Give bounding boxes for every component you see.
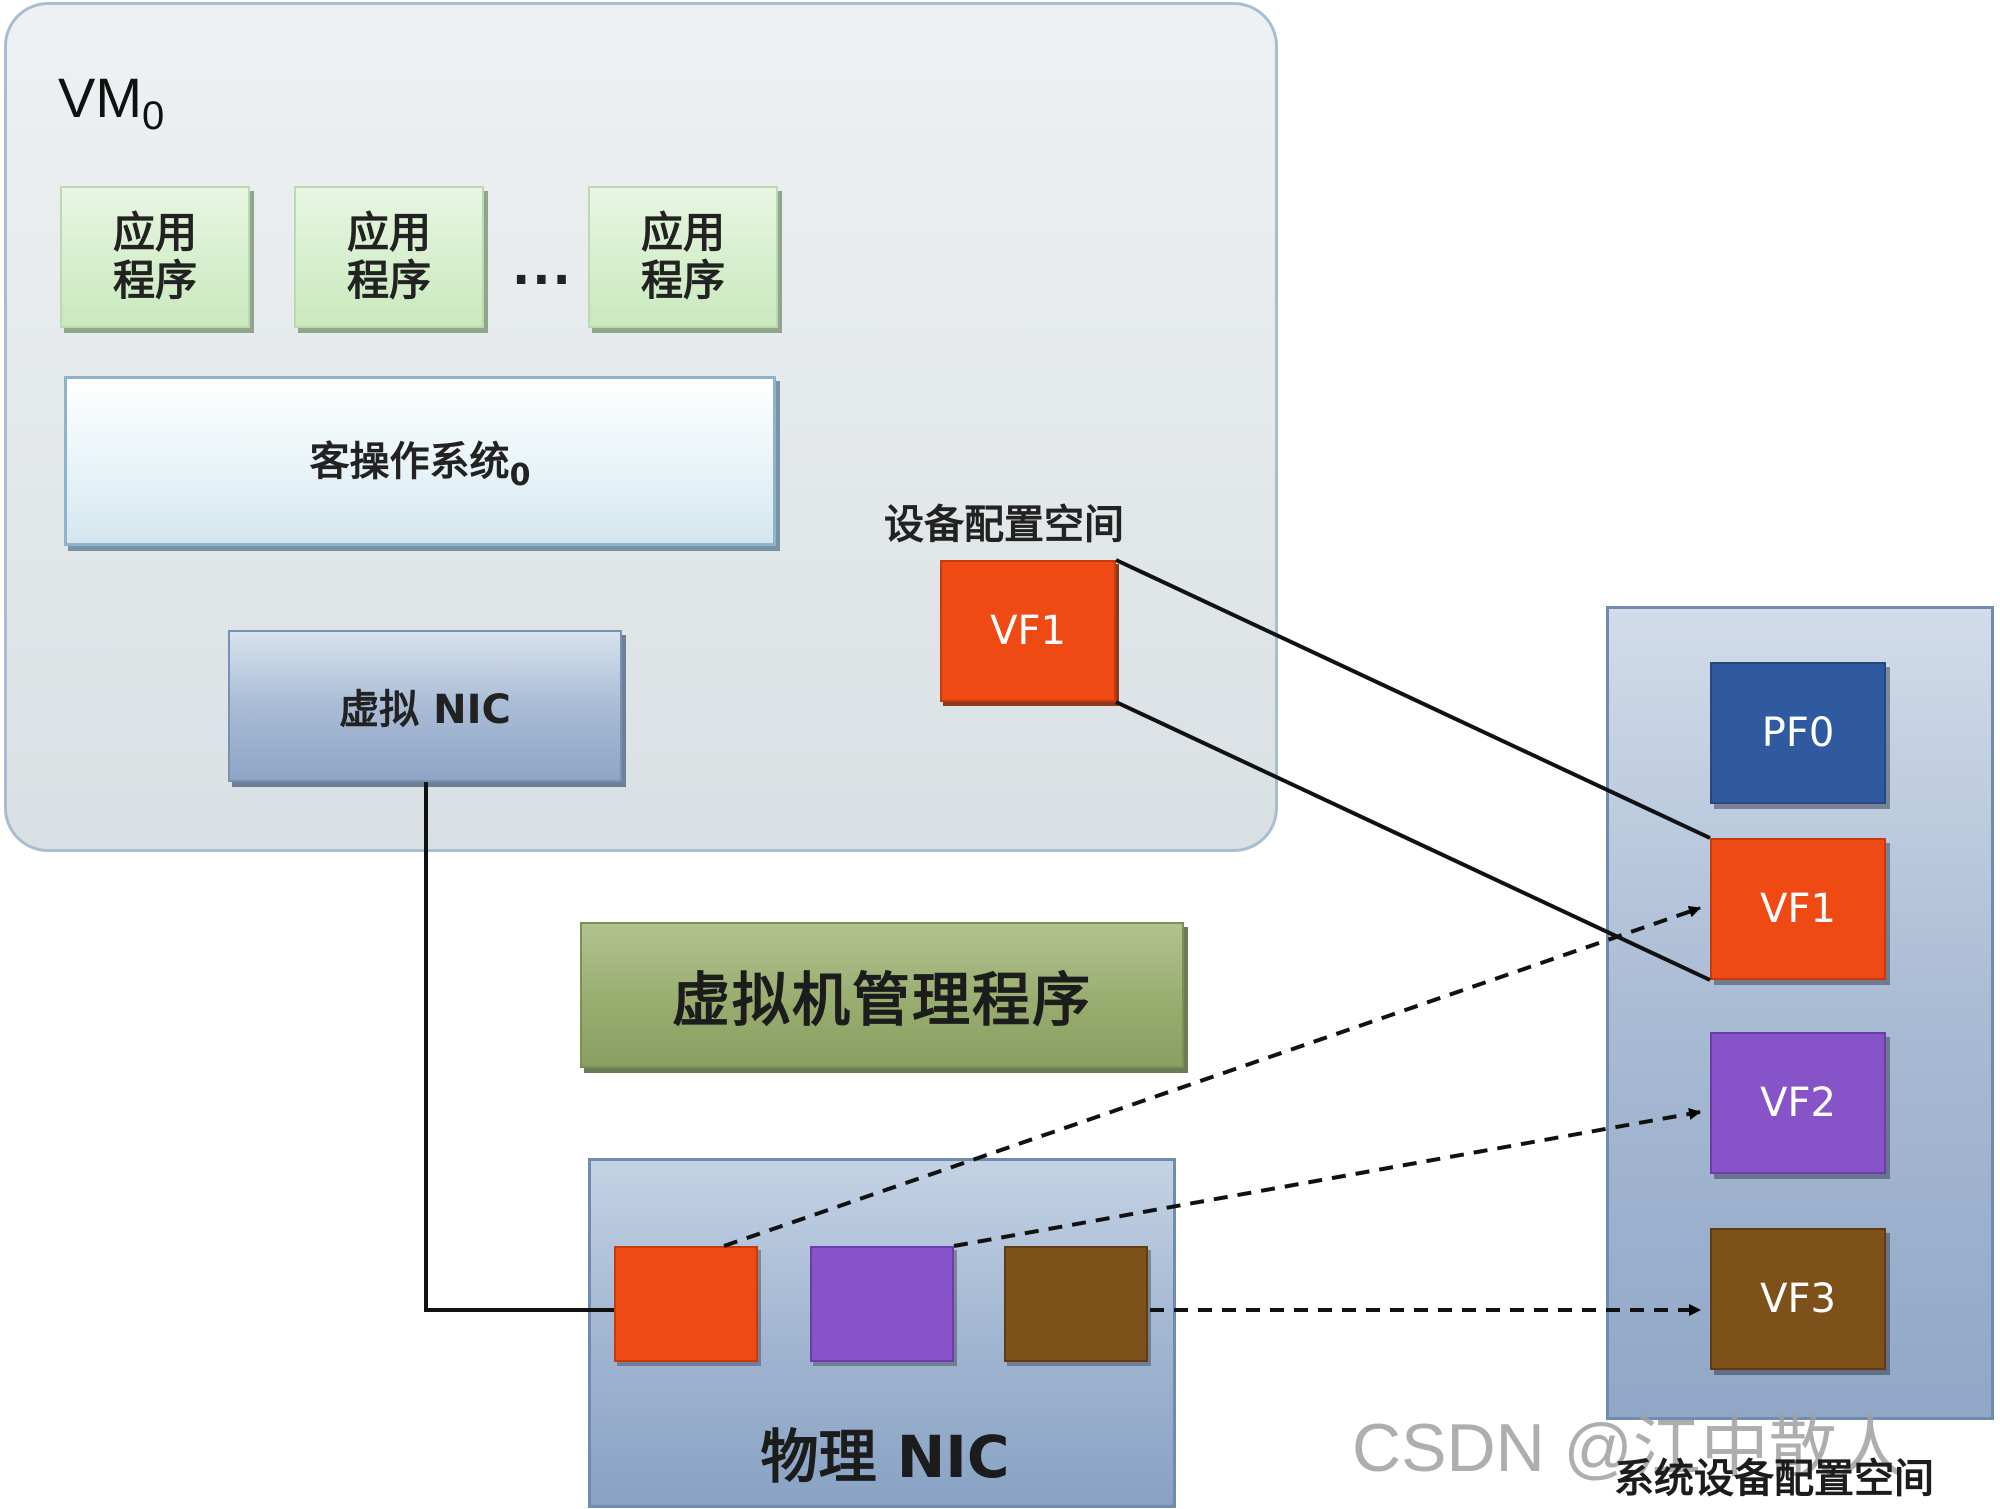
system-config-space-label: 系统设备配置空间 bbox=[1614, 1456, 1934, 1502]
vm-vf1-label: VF1 bbox=[990, 608, 1066, 654]
vm-vf1-box: VF1 bbox=[940, 560, 1116, 702]
vf1-label: VF1 bbox=[1760, 886, 1836, 932]
vf3-box: VF3 bbox=[1710, 1228, 1886, 1370]
virtual-nic-box: 虚拟 NIC bbox=[228, 630, 622, 782]
app-label-3: 应用程序 bbox=[640, 208, 725, 305]
guest-os-box: 客操作系统0 bbox=[64, 376, 776, 546]
virtual-nic-label: 虚拟 NIC bbox=[339, 687, 511, 733]
pf0-box: PF0 bbox=[1710, 662, 1886, 804]
nic-port-brown bbox=[1004, 1246, 1148, 1362]
guest-os-label: 客操作系统0 bbox=[309, 439, 531, 493]
vf1-mapping-bottom-line bbox=[1115, 700, 1711, 982]
pf0-label: PF0 bbox=[1761, 710, 1835, 756]
port-to-vf1-arrow bbox=[723, 905, 1701, 1248]
port-to-vf2-arrow bbox=[953, 1108, 1701, 1248]
physical-nic-label: 物理 NIC bbox=[760, 1423, 1010, 1491]
vf1-mapping-top-line bbox=[1115, 558, 1711, 840]
app-box-2: 应用程序 bbox=[294, 186, 484, 328]
ellipsis: ... bbox=[512, 240, 573, 296]
device-config-space-label: 设备配置空间 bbox=[884, 502, 1124, 548]
app-label-1: 应用程序 bbox=[112, 208, 197, 305]
app-label-2: 应用程序 bbox=[346, 208, 431, 305]
nic-port-purple bbox=[810, 1246, 954, 1362]
hypervisor-box: 虚拟机管理程序 bbox=[580, 922, 1184, 1068]
vf1-box: VF1 bbox=[1710, 838, 1886, 980]
hypervisor-label: 虚拟机管理程序 bbox=[671, 966, 1092, 1034]
watermark-text: CSDN @江中散人 bbox=[1352, 1410, 1905, 1486]
nic-port-orange bbox=[614, 1246, 758, 1362]
app-box-1: 应用程序 bbox=[60, 186, 250, 328]
vnic-to-port-line bbox=[424, 782, 614, 1312]
vf3-label: VF3 bbox=[1760, 1276, 1836, 1322]
vf2-box: VF2 bbox=[1710, 1032, 1886, 1174]
vm-label: VM0 bbox=[58, 66, 165, 138]
app-box-3: 应用程序 bbox=[588, 186, 778, 328]
vf2-label: VF2 bbox=[1760, 1080, 1836, 1126]
